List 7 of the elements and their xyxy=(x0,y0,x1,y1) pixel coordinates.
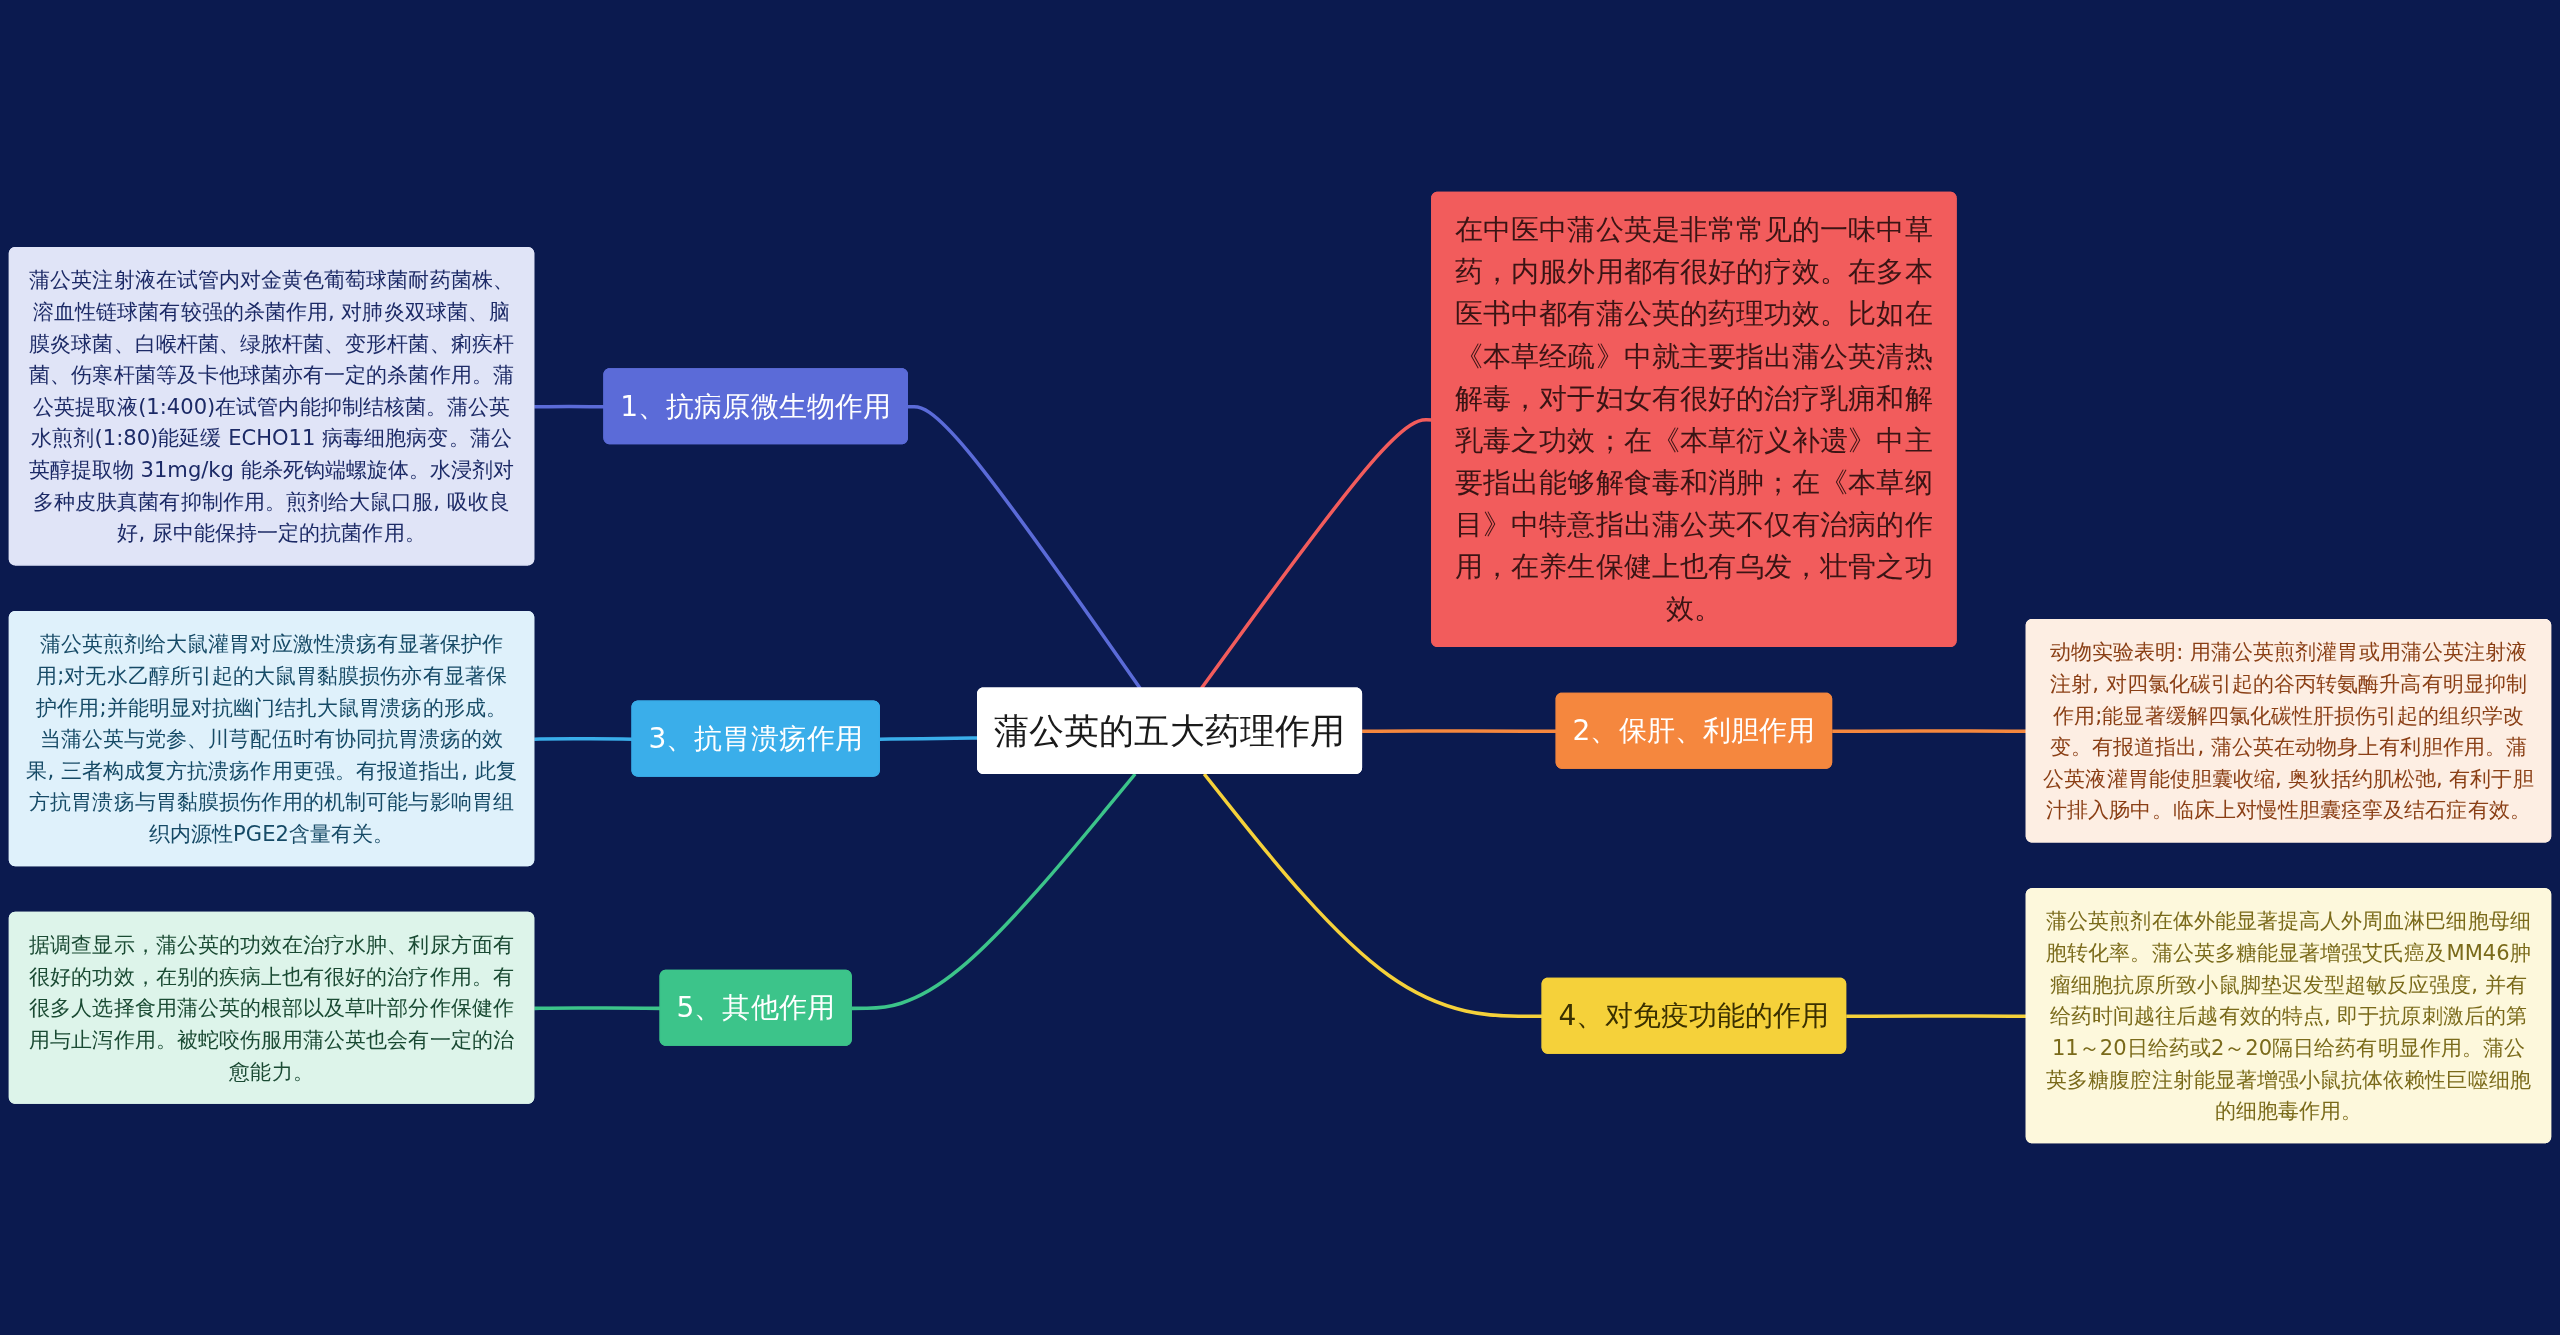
connector xyxy=(1202,772,1543,1019)
connector xyxy=(1362,729,1557,734)
connector xyxy=(534,1006,661,1011)
connector xyxy=(534,737,633,741)
connector xyxy=(1832,729,2027,734)
connector xyxy=(1846,1014,2027,1019)
connector xyxy=(851,772,1137,1011)
